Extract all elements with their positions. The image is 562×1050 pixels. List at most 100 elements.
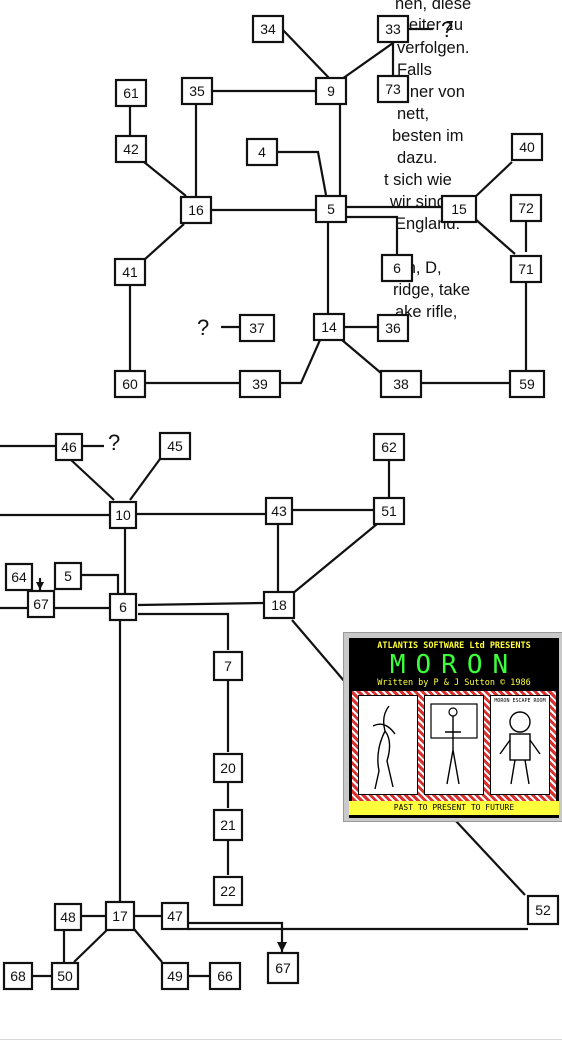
title-artwork: MORON ESCAPE ROOM: [352, 691, 556, 803]
room-47: 47: [160, 901, 190, 931]
room-68: 68: [2, 961, 34, 991]
svg-text:39: 39: [252, 376, 268, 392]
room-16: 16: [179, 195, 213, 225]
svg-text:71: 71: [518, 261, 534, 277]
svg-text:20: 20: [220, 760, 236, 776]
panel-sign: MORON ESCAPE ROOM: [494, 698, 546, 704]
svg-text:7: 7: [224, 658, 232, 674]
svg-text:46: 46: [61, 439, 77, 455]
room-64: 64: [4, 562, 34, 592]
game-title: MORON: [389, 650, 519, 680]
artwork-panel-past: [358, 695, 418, 795]
text-line: verfolgen.: [397, 39, 470, 57]
room-67-upper: 67: [26, 589, 56, 619]
room-43: 43: [264, 496, 294, 526]
room-50: 50: [50, 961, 80, 991]
svg-text:21: 21: [220, 817, 236, 833]
svg-text:18: 18: [271, 597, 287, 613]
svg-text:49: 49: [167, 968, 183, 984]
room-62: 62: [372, 432, 406, 462]
room-36: 36: [376, 313, 410, 343]
svg-text:52: 52: [535, 902, 551, 918]
room-38: 38: [379, 369, 423, 399]
svg-text:64: 64: [11, 569, 27, 585]
svg-text:15: 15: [451, 201, 467, 217]
text-line: besten im: [392, 127, 464, 145]
svg-text:10: 10: [115, 507, 131, 523]
room-22: 22: [212, 875, 244, 907]
room-37: 37: [238, 313, 276, 343]
room-17: 17: [104, 900, 136, 932]
svg-text:17: 17: [112, 908, 128, 924]
svg-text:37: 37: [249, 320, 265, 336]
room-9: 9: [314, 76, 348, 106]
room-6-top: 6: [380, 253, 414, 283]
room-42: 42: [114, 134, 148, 164]
svg-text:42: 42: [123, 141, 139, 157]
unknown-exit-mark: ?: [108, 430, 120, 455]
room-14: 14: [312, 312, 346, 342]
room-18: 18: [262, 590, 296, 620]
bottom-strip: [0, 1039, 562, 1050]
svg-text:66: 66: [217, 968, 233, 984]
artwork-panel-future: MORON ESCAPE ROOM: [490, 695, 550, 795]
svg-text:68: 68: [10, 968, 26, 984]
text-line: nett,: [397, 105, 430, 123]
map-top-connections: [128, 27, 528, 385]
unknown-exit-mark: ?: [441, 17, 453, 42]
room-60: 60: [113, 369, 147, 399]
text-line: ridge, take: [393, 281, 471, 299]
svg-text:4: 4: [258, 144, 266, 160]
text-line: nen, diese: [395, 0, 472, 13]
svg-text:14: 14: [321, 319, 337, 335]
svg-text:22: 22: [220, 883, 236, 899]
svg-text:72: 72: [518, 200, 534, 216]
svg-text:40: 40: [519, 139, 535, 155]
game-screen-thumbnail: ATLANTIS SOFTWARE Ltd PRESENTS MORON Wri…: [343, 632, 562, 822]
svg-text:67: 67: [275, 960, 291, 976]
room-73: 73: [376, 74, 410, 104]
room-10: 10: [108, 500, 138, 530]
text-line: t sich wie: [384, 171, 452, 189]
author-line: Written by P & J Sutton © 1986: [377, 678, 531, 688]
room-67-lower: 67: [266, 951, 300, 985]
svg-text:73: 73: [385, 81, 401, 97]
room-7: 7: [212, 650, 244, 682]
room-39: 39: [238, 369, 282, 399]
svg-text:33: 33: [385, 21, 401, 37]
svg-text:38: 38: [393, 376, 409, 392]
svg-text:60: 60: [122, 376, 138, 392]
figure-image: [372, 705, 396, 790]
svg-text:16: 16: [188, 202, 204, 218]
svg-text:45: 45: [167, 438, 183, 454]
svg-text:50: 50: [57, 968, 73, 984]
room-48: 48: [53, 902, 83, 932]
room-41: 41: [113, 257, 147, 287]
svg-text:9: 9: [327, 83, 335, 99]
svg-text:34: 34: [260, 21, 276, 37]
room-40: 40: [510, 132, 544, 162]
svg-text:35: 35: [189, 83, 205, 99]
room-35: 35: [180, 76, 214, 106]
room-5: 5: [314, 194, 348, 224]
room-34: 34: [251, 14, 285, 44]
svg-text:47: 47: [167, 908, 183, 924]
text-line: einer von: [397, 83, 465, 101]
text-line: ake rifle,: [395, 303, 458, 321]
room-21: 21: [212, 808, 244, 842]
svg-text:61: 61: [123, 85, 139, 101]
room-20: 20: [212, 752, 244, 784]
room-52: 52: [526, 894, 560, 926]
svg-text:62: 62: [381, 439, 397, 455]
room-45: 45: [158, 431, 192, 461]
room-5-bottom: 5: [53, 561, 83, 591]
room-4: 4: [245, 137, 279, 167]
map-top-rooms: 34 33 73 61 35 9 42 4 40 16 5 15 72 6 41…: [113, 14, 546, 399]
room-15: 15: [440, 194, 478, 224]
tagline-bar: PAST TO PRESENT TO FUTURE: [349, 801, 559, 815]
svg-text:41: 41: [122, 264, 138, 280]
room-71: 71: [509, 254, 543, 284]
room-72: 72: [509, 193, 543, 223]
svg-text:6: 6: [393, 260, 401, 276]
